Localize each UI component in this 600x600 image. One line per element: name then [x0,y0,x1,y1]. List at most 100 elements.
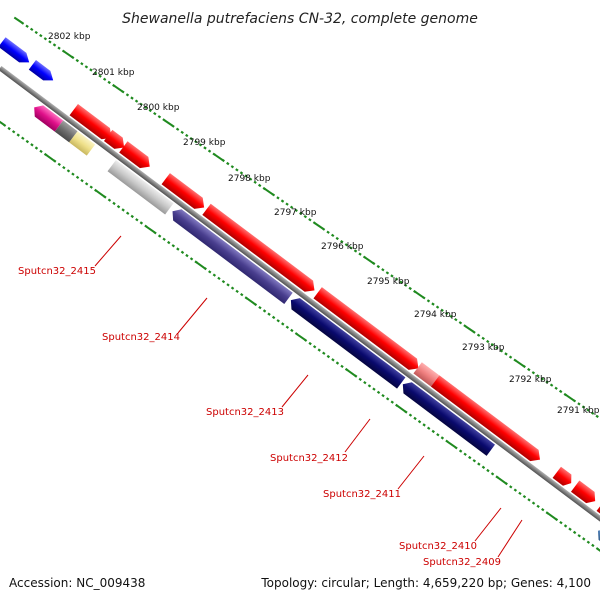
cds-forward-red-5[interactable] [202,203,318,296]
outer-ring-minor-tick [52,43,57,47]
outer-ring-minor-tick [34,30,38,35]
outer-ring-minor-tick [540,377,545,381]
inner-ring-minor-tick [121,208,125,212]
outer-ring-minor-tick [48,40,52,44]
inner-ring-minor-tick [481,465,486,469]
outer-ring-minor-tick [513,358,517,362]
gene-label-2415[interactable]: Sputcn32_2415 [18,266,96,277]
inner-ring-minor-tick [34,146,39,150]
outer-ring-major-tick [465,325,474,333]
inner-ring-major-tick [196,261,205,269]
gene-label-2411[interactable]: Sputcn32_2411 [323,489,401,500]
cds-forward-red-1[interactable] [69,104,116,143]
outer-ring-minor-tick [289,205,294,209]
cds-forward-red-7[interactable] [431,375,471,410]
inner-ring-minor-tick [112,201,116,206]
outer-ring-minor-tick [25,24,29,28]
cds-forward-red-10[interactable] [570,480,599,507]
outer-ring-major-tick [515,359,524,367]
cds-forward-red-3[interactable] [119,141,154,172]
inner-ring-minor-tick [440,436,445,440]
inner-ring-minor-tick [39,149,43,153]
inner-ring-minor-tick [7,126,11,131]
outer-ring-major-tick [415,291,424,299]
outer-ring-major-tick [164,119,173,127]
cds-reverse-purple[interactable] [168,206,293,304]
inner-ring-major-tick [497,476,506,484]
accession-text: Accession: NC_009438 [9,576,145,590]
inner-ring-major-tick [45,154,55,162]
outer-ring-minor-tick [586,408,590,412]
cds-reverse-navy-1[interactable] [287,295,406,389]
inner-ring-minor-tick [413,416,417,421]
kbp-label-2800: 2800 kbp [137,103,180,113]
inner-ring-minor-tick [208,270,212,274]
outer-ring-minor-tick [257,183,262,188]
inner-ring-minor-tick [180,250,185,254]
inner-tick-ring [0,120,600,552]
cds-reverse-lightgray[interactable] [107,160,174,215]
inner-ring-minor-tick [240,293,244,297]
cds-reverse-yellow[interactable] [69,131,96,156]
inner-ring-minor-tick [426,426,431,430]
inner-ring-minor-tick [454,446,458,450]
gene-label-2414[interactable]: Sputcn32_2414 [102,332,180,343]
inner-ring-minor-tick [230,286,235,290]
outer-ring-major-tick [214,153,223,161]
inner-ring-minor-tick [591,543,595,548]
cds-reverse-navy-2[interactable] [399,379,496,456]
kbp-scale [13,16,599,419]
gene-label-2413[interactable]: Sputcn32_2413 [206,407,284,418]
outer-ring-minor-tick [57,46,61,50]
outer-ring-minor-tick [189,136,193,141]
outer-ring-minor-tick [408,286,412,291]
cds-forward-blue-1[interactable] [0,37,33,67]
outer-ring-minor-tick [285,202,289,206]
kbp-label-2801: 2801 kbp [92,68,135,78]
cds-reverse-steelblue[interactable] [594,525,600,581]
inner-ring-minor-tick [267,312,271,316]
outer-ring-minor-tick [226,161,230,166]
inner-ring-minor-tick [235,289,239,293]
gene-label-2410[interactable]: Sputcn32_2410 [399,541,477,552]
cds-reverse-darkgray[interactable] [54,120,78,143]
inner-ring-minor-tick [258,306,262,310]
cds-forward-red-9[interactable] [552,466,576,489]
cds-forward-blue-2[interactable] [28,60,57,85]
outer-ring-minor-tick [171,124,175,128]
gene-label-2412[interactable]: Sputcn32_2412 [270,453,348,464]
cds-forward-red-8[interactable] [456,394,545,466]
outer-ring-minor-tick [376,264,381,269]
inner-ring-minor-tick [62,166,66,170]
outer-ring-minor-tick [330,233,335,238]
outer-ring-minor-tick [130,96,134,100]
outer-ring-minor-tick [262,186,266,191]
outer-ring-minor-tick [349,246,353,250]
gene-label-2409[interactable]: Sputcn32_2409 [423,557,501,568]
outer-ring-minor-tick [426,299,431,303]
inner-ring-minor-tick [541,508,545,512]
kbp-label-2799: 2799 kbp [183,138,226,148]
kbp-label-2792: 2792 kbp [509,375,552,385]
inner-ring-minor-tick [16,133,20,137]
outer-ring-minor-tick [162,118,166,122]
outer-ring-minor-tick [385,271,390,275]
outer-ring-minor-tick [235,168,239,172]
outer-ring-major-tick [114,85,123,93]
cds-forward-red-6[interactable] [313,287,422,374]
cds-reverse-magenta[interactable] [30,102,64,132]
inner-ring-minor-tick [303,338,308,342]
outer-ring-minor-tick [413,289,417,294]
outer-ring-minor-tick [449,314,453,319]
outer-ring-minor-tick [531,371,536,375]
outer-ring-minor-tick [344,243,349,247]
inner-ring-minor-tick [358,377,362,381]
inner-ring-minor-tick [381,394,385,398]
outer-ring-minor-tick [93,71,98,75]
outer-ring-minor-tick [399,280,403,284]
cds-forward-red-11[interactable] [596,499,600,549]
outer-ring-minor-tick [271,193,276,197]
inner-ring-minor-tick [322,351,326,355]
cds-forward-red-2[interactable] [103,129,128,153]
cds-forward-red-4[interactable] [161,173,209,213]
